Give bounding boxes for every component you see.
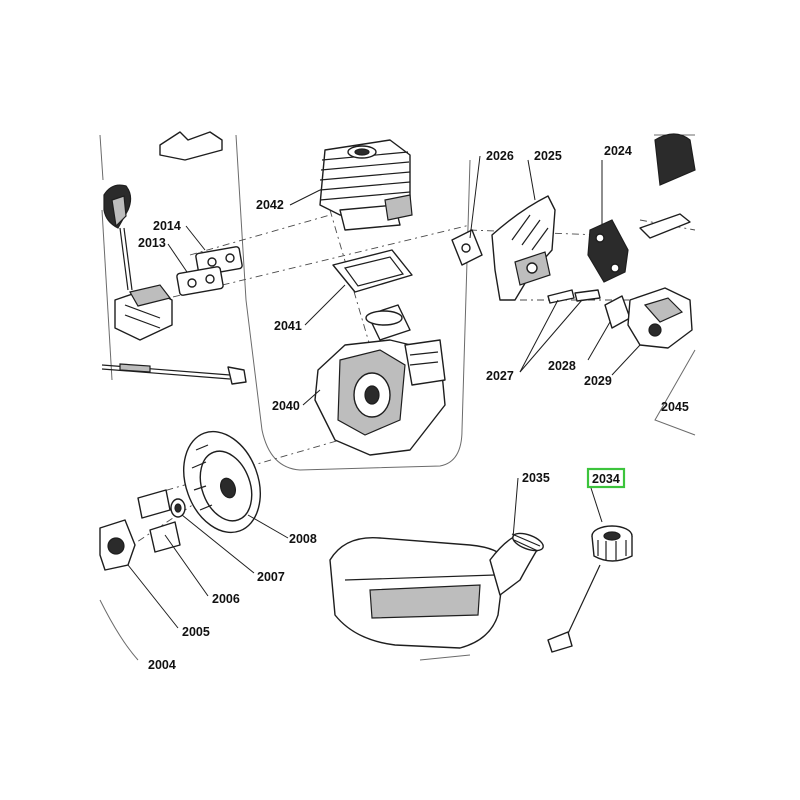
- callout-2005: 2005: [182, 625, 210, 639]
- callout-2026: 2026: [486, 149, 514, 163]
- callout-2040: 2040: [272, 399, 300, 413]
- spacer-2026: [451, 229, 483, 266]
- crankcase-2040: [314, 304, 446, 456]
- leader-lines: [127, 155, 641, 629]
- right-edge-parts: [639, 133, 696, 239]
- callout-2014: 2014: [153, 219, 181, 233]
- flywheel-2008: [183, 430, 261, 534]
- callout-2008: 2008: [289, 532, 317, 546]
- insulator-2024: [587, 219, 629, 283]
- ignition-coil-assembly: [103, 184, 173, 341]
- callout-2041: 2041: [274, 319, 302, 333]
- callout-labels: 2042 2026 2025 2024 2014 2013 2041 2040 …: [138, 144, 689, 672]
- callout-2034: 2034: [592, 472, 620, 486]
- callout-2029: 2029: [584, 374, 612, 388]
- callout-2027: 2027: [486, 369, 514, 383]
- fuel-cap-2034: [547, 525, 633, 653]
- callout-2045: 2045: [661, 400, 689, 414]
- callout-2024: 2024: [604, 144, 632, 158]
- callout-2042: 2042: [256, 198, 284, 212]
- callout-2004: 2004: [148, 658, 176, 672]
- fuel-tank-2035: [329, 532, 544, 649]
- washers-2013-2014: [176, 246, 243, 296]
- bracket-part: [159, 131, 223, 161]
- callout-2013: 2013: [138, 236, 166, 250]
- callout-2035: 2035: [522, 471, 550, 485]
- nut-2007-washer-2006: [137, 489, 186, 553]
- starter-2005: [99, 519, 136, 571]
- screws-2027: [547, 289, 601, 304]
- callout-2025: 2025: [534, 149, 562, 163]
- callout-2007: 2007: [257, 570, 285, 584]
- carburetor-2029: [627, 287, 693, 349]
- callout-2006: 2006: [212, 592, 240, 606]
- air-filter-bracket-2025: [491, 195, 556, 301]
- callout-2028: 2028: [548, 359, 576, 373]
- throttle-cable: [101, 363, 247, 385]
- region-boundaries: [99, 134, 696, 661]
- gasket-2041: [332, 249, 413, 293]
- cylinder-2042: [319, 139, 413, 231]
- highlight-box-2034: [586, 467, 626, 489]
